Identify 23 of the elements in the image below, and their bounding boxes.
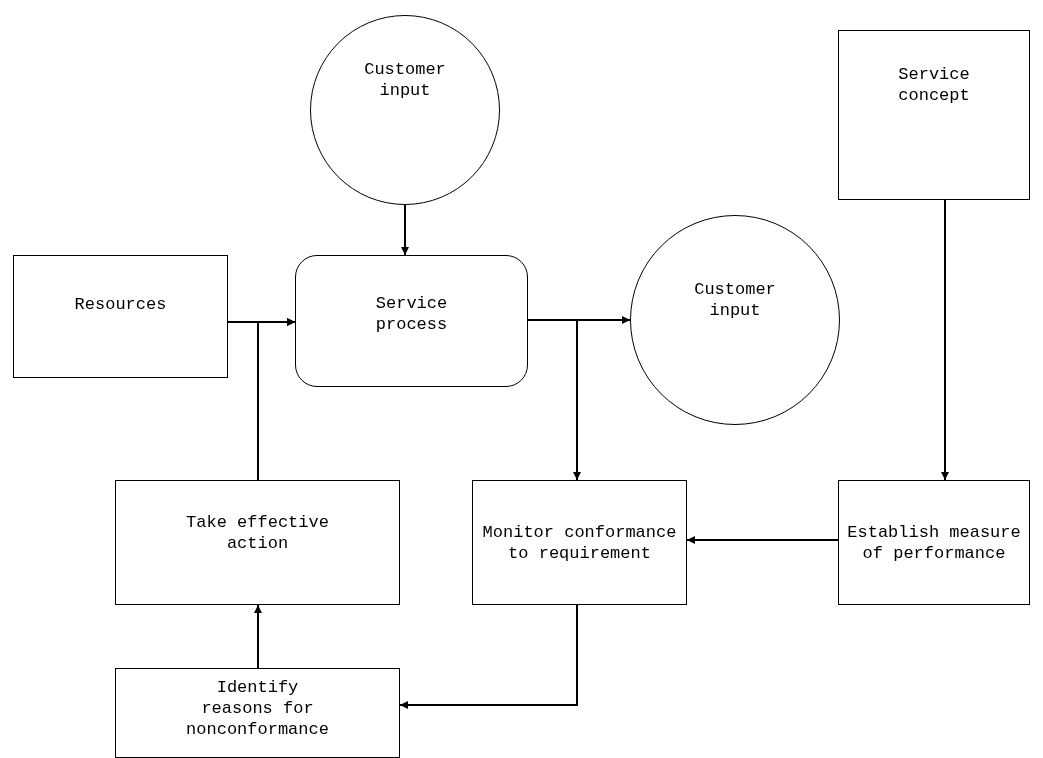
node-label: Monitor conformance to requirement (481, 521, 678, 564)
process-rounded-box (295, 255, 528, 387)
node-label: Customer input (693, 279, 777, 321)
process-box (838, 480, 1030, 605)
process-box (13, 255, 228, 378)
arrow (399, 604, 578, 709)
node-label: Resources (74, 293, 167, 315)
arrow (257, 318, 296, 481)
node-label: Establish measure of performance (846, 521, 1022, 564)
arrow (941, 199, 949, 481)
process-box (472, 480, 687, 605)
node-label: Service concept (897, 64, 971, 106)
process-box (115, 480, 400, 605)
node-label: Identify reasons for nonconformance (185, 676, 330, 740)
node-label: Service process (374, 292, 449, 335)
node-label: Customer input (363, 59, 447, 101)
arrow (527, 319, 581, 481)
process-box (115, 668, 400, 758)
arrow (254, 604, 262, 669)
arrow (686, 536, 839, 544)
node-label: Take effective action (185, 511, 330, 554)
process-box (838, 30, 1030, 200)
arrow (401, 204, 409, 256)
